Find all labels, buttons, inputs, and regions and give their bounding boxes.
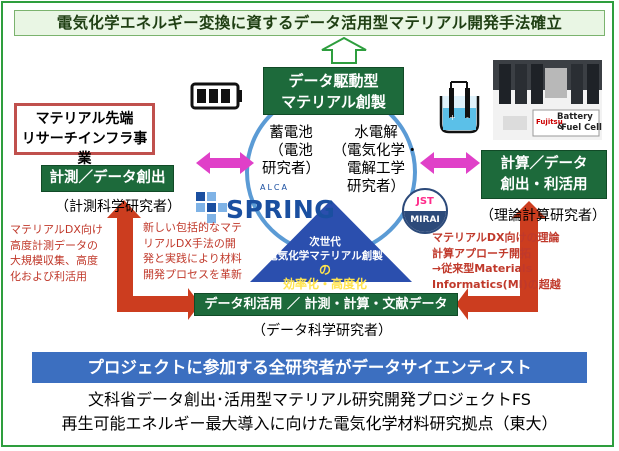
right-red-line3: →従来型Materials (432, 262, 533, 275)
left-red-line3: 大規模収集、高度 (10, 254, 98, 267)
mid-red-line1: 新しい包括的なマテ (143, 221, 242, 234)
right-red-line1: マテリアルDX向けの理論 (432, 231, 560, 244)
theory-description: マテリアルDX向けの理論 計算アプローチ開拓 →従来型Materials Inf… (432, 230, 582, 292)
alca-text: ALCA (260, 183, 289, 192)
left-red-line2: 高度計測データの (10, 238, 98, 252)
supercomputer-image: Battery & Fuel Cell Fujitsu (493, 60, 602, 140)
svg-text:+: + (449, 113, 456, 122)
footer-institution: 再生可能エネルギー最大導入に向けた電気化学材料研究拠点（東大） (61, 414, 558, 433)
electrolysis-researcher-label: 水電解 （電気化学・ 電解工学 研究者） (331, 124, 421, 196)
theory-researcher-label: （理論計算研究者） (480, 208, 606, 224)
mirai-text: MIRAI (404, 211, 446, 232)
pyramid-line2: 電気化学マテリアル創製 (267, 250, 383, 262)
mid-red-line4: 開発プロセスを革新 (143, 267, 242, 281)
infra-line2: リサーチインフラ事業 (21, 131, 148, 167)
right-red-line2: 計算アプローチ開拓 (432, 246, 531, 260)
right-magenta-arrow (420, 152, 480, 174)
infrastructure-box: マテリアル先端 リサーチインフラ事業 (14, 103, 155, 167)
left-red-line1: マテリアルDX向け (10, 223, 103, 236)
alca-spring-logo: ALCA SPRING (190, 183, 335, 227)
right-red-arrow (456, 201, 546, 320)
data-scientist-banner: プロジェクトに参加する全研究者がデータサイエンティスト (32, 352, 587, 383)
right-box-line2: 創出・利活用 (500, 177, 588, 193)
battery-line3: 研究者） (262, 161, 320, 177)
machine-label-line2: Fuel Cell (561, 123, 602, 133)
pyramid-line3: の (250, 263, 400, 277)
jst-text: JST (416, 196, 434, 207)
machine-brand: Fujitsu (536, 118, 563, 126)
pyramid-line1: 次世代 (309, 236, 341, 248)
right-box-line1: 計算／データ (500, 156, 588, 172)
data-scientist-label: （データ科学研究者） (252, 323, 392, 339)
battery-line2: （電池 (269, 143, 313, 159)
footer-project-name: 文科省データ創出･活用型マテリアル研究開発プロジェクトFS (88, 390, 531, 409)
pyramid-no: の (318, 263, 331, 277)
pyramid-label: 次世代 電気化学マテリアル創製 の 効率化・高度化 (250, 235, 400, 291)
measurement-data-box: 計測／データ創出 (41, 165, 174, 192)
battery-researcher-label: 蓄電池 （電池 研究者） (260, 124, 322, 178)
computation-data-box: 計算／データ 創出・利活用 (481, 150, 607, 199)
electrolysis-line1: 水電解 (354, 125, 398, 141)
center-top-line2: マテリアル創製 (281, 93, 386, 111)
measurement-description: マテリアルDX向け 高度計測データの 大規模収集、高度 化および利活用 (10, 222, 125, 284)
right-red-line4: Informatics(MI)の超越 (432, 277, 561, 291)
data-utilization-box: データ利活用 ／ 計測・計算・文献データ (194, 293, 458, 316)
infra-line1: マテリアル先端 (35, 111, 134, 127)
left-red-line4: 化および利活用 (10, 269, 87, 283)
mid-red-line2: リアルDX手法の開 (143, 236, 236, 250)
top-title: 電気化学エネルギー変換に資するデータ活用型マテリアル開発手法確立 (14, 10, 605, 36)
jst-mirai-logo: JST MIRAI (402, 188, 448, 234)
svg-text:-: - (466, 113, 469, 122)
battery-icon (190, 82, 242, 110)
electrolysis-line3: 電解工学 (347, 161, 405, 177)
electrolysis-beaker-icon: + - (439, 81, 480, 134)
spring-logo-mark (196, 192, 227, 223)
process-description: 新しい包括的なマテ リアルDX手法の開 発と実践により材料 開発プロセスを革新 (143, 220, 273, 282)
electrolysis-line2: （電気化学・ (332, 143, 420, 159)
supercomputer-illustration (493, 60, 602, 140)
battery-line1: 蓄電池 (269, 125, 313, 141)
central-pyramid (250, 200, 412, 282)
mid-red-line3: 発と実践により材料 (143, 252, 242, 265)
pyramid-line4: 効率化・高度化 (282, 277, 367, 291)
top-up-arrow (321, 36, 367, 64)
measurement-researcher-label: （計測科学研究者） (55, 199, 181, 215)
left-magenta-arrow (196, 152, 254, 174)
electrolysis-line4: 研究者） (347, 179, 405, 195)
left-red-arrow (107, 200, 200, 320)
machine-label-line1: Battery & (557, 112, 593, 132)
center-top-line1: データ駆動型 (288, 72, 379, 90)
spring-text: SPRING (226, 195, 336, 224)
data-driven-materials-box: データ駆動型 マテリアル創製 (263, 67, 404, 115)
